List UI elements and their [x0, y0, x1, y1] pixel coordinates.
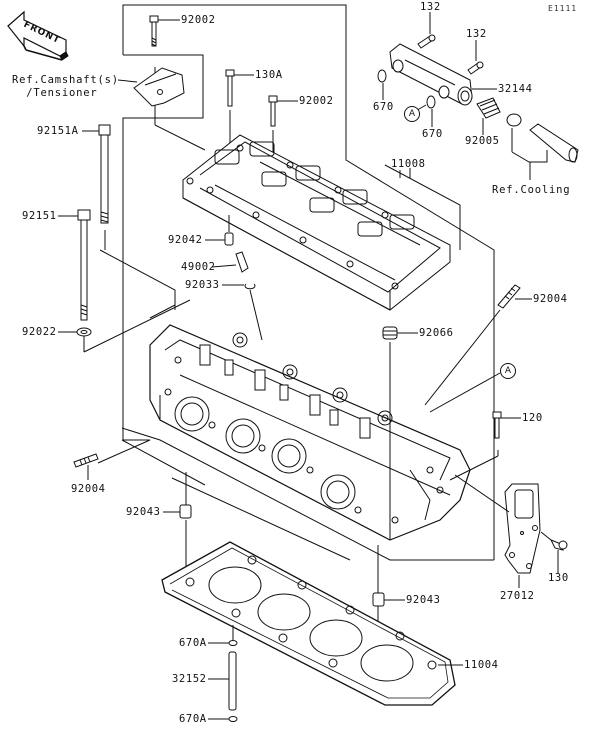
label-92004-right: 92004	[533, 293, 568, 305]
bolt-130a	[226, 70, 254, 145]
washer-92022	[58, 300, 190, 352]
coolant-hose	[530, 124, 578, 162]
bolt-92002-top	[150, 16, 180, 46]
oring-670-b	[412, 96, 435, 127]
label-32152: 32152	[172, 673, 207, 685]
clip-92033	[222, 284, 262, 340]
ref-camshaft-tensioner: Ref.Camshaft(s) /Tensioner	[12, 74, 119, 99]
oring-670-a	[378, 70, 386, 100]
label-92043-left: 92043	[126, 506, 161, 518]
hose-clamp	[507, 114, 547, 180]
front-arrow-icon	[8, 12, 68, 60]
bracket-27012	[455, 475, 540, 588]
bolt-92151a	[82, 125, 110, 250]
bolt-92151	[58, 210, 90, 320]
seal-92066	[383, 327, 418, 540]
water-pipe-32144	[390, 44, 497, 105]
valve-lifter-49002	[212, 252, 248, 272]
label-32144: 32144	[498, 83, 533, 95]
bolt-132-a	[418, 12, 435, 48]
label-670-b: 670	[422, 128, 443, 140]
bolt-132-b	[468, 40, 483, 74]
label-27012: 27012	[500, 590, 535, 602]
label-92002-mid: 92002	[299, 95, 334, 107]
label-670a-top: 670A	[179, 637, 207, 649]
label-92004-left: 92004	[71, 483, 106, 495]
ref-cooling: Ref.Cooling	[492, 184, 571, 196]
dowel-92042	[205, 215, 233, 245]
label-92043-right: 92043	[406, 594, 441, 606]
oil-pipe-32152	[208, 652, 236, 710]
label-120: 120	[522, 412, 543, 424]
label-130: 130	[548, 572, 569, 584]
label-132-a: 132	[420, 1, 441, 13]
label-92002-top: 92002	[181, 14, 216, 26]
label-49002: 49002	[181, 261, 216, 273]
label-670-a: 670	[373, 101, 394, 113]
marker-a-head: A	[500, 363, 516, 379]
label-92005: 92005	[465, 135, 500, 147]
bolt-120	[450, 412, 521, 480]
camshaft-tensioner-bracket	[118, 68, 184, 106]
marker-a-pipe: A	[404, 106, 420, 122]
camshaft-holder-11008	[183, 135, 450, 310]
cylinder-head-body	[150, 325, 470, 540]
label-92022: 92022	[22, 326, 57, 338]
label-130a: 130A	[255, 69, 283, 81]
figure-code: E1111	[548, 4, 578, 13]
bolt-130	[541, 532, 567, 573]
label-92066: 92066	[419, 327, 454, 339]
label-11008: 11008	[391, 158, 426, 170]
label-670a-bottom: 670A	[179, 713, 207, 725]
label-132-b: 132	[466, 28, 487, 40]
stud-92004-right	[425, 285, 532, 405]
hose-92005	[477, 98, 500, 135]
label-92033: 92033	[185, 279, 220, 291]
label-11004: 11004	[464, 659, 499, 671]
label-92151a: 92151A	[37, 125, 79, 137]
head-gasket-11004	[162, 542, 463, 705]
label-92151: 92151	[22, 210, 57, 222]
stud-92004-left	[74, 454, 98, 480]
bolt-92002-mid	[269, 96, 298, 152]
label-92042: 92042	[168, 234, 203, 246]
oring-670a-bottom	[208, 717, 237, 722]
oring-670a-top	[208, 625, 237, 646]
